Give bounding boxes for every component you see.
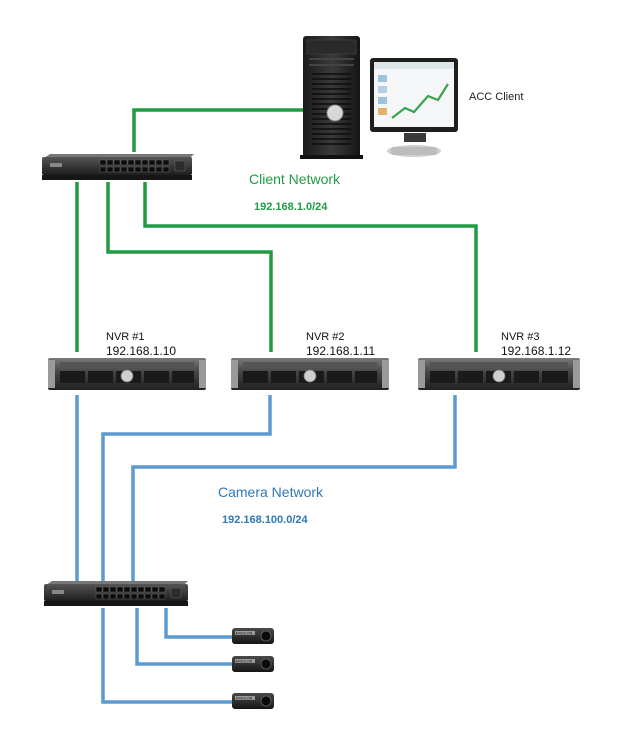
- client-switch-to-nvr2-link: [106, 182, 273, 352]
- client-network-subnet: 192.168.1.0/24: [254, 201, 328, 213]
- camera-3: [232, 693, 274, 709]
- camera-switch: [44, 581, 188, 606]
- camera2-link: [135, 608, 234, 666]
- nvr-2-server: [231, 358, 389, 390]
- camera-network-title: Camera Network: [218, 484, 324, 500]
- client-switch-to-nvr3-link: [143, 182, 478, 352]
- acc-client-label: ACC Client: [469, 91, 524, 103]
- client-pc-link: [132, 108, 304, 152]
- pc-tower: [300, 36, 363, 159]
- camera-brand-logos: AVIGILON AVIGILON AVIGILON: [236, 632, 253, 701]
- nvr-2-ip: 192.168.1.11: [306, 344, 376, 358]
- nvr-3-server: [418, 358, 580, 390]
- nvr-1-ip: 192.168.1.10: [106, 344, 177, 358]
- camera-3-brand: AVIGILON: [236, 697, 253, 701]
- camera-network-subnet: 192.168.100.0/24: [222, 514, 308, 526]
- camera-network-links: [75, 395, 457, 704]
- camera3-link: [101, 608, 234, 704]
- camera1-link: [164, 608, 234, 639]
- nvr3-to-camera-switch-link: [131, 395, 457, 583]
- nvr-3-name: NVR #3: [501, 331, 540, 343]
- camera-1: [232, 628, 274, 644]
- camera-1-brand: AVIGILON: [236, 632, 253, 636]
- client-network-links: [75, 108, 478, 352]
- camera-2: [232, 656, 274, 672]
- client-network-title: Client Network: [249, 171, 341, 187]
- nvr-1-name: NVR #1: [106, 331, 145, 343]
- nvr2-to-camera-switch-link: [101, 395, 272, 583]
- nvr-3-ip: 192.168.1.12: [501, 344, 572, 358]
- nvr-2-name: NVR #2: [306, 331, 345, 343]
- camera-2-brand: AVIGILON: [236, 660, 253, 664]
- nvr-1-server: [48, 358, 206, 390]
- monitor: [370, 58, 458, 157]
- client-switch: [42, 154, 194, 180]
